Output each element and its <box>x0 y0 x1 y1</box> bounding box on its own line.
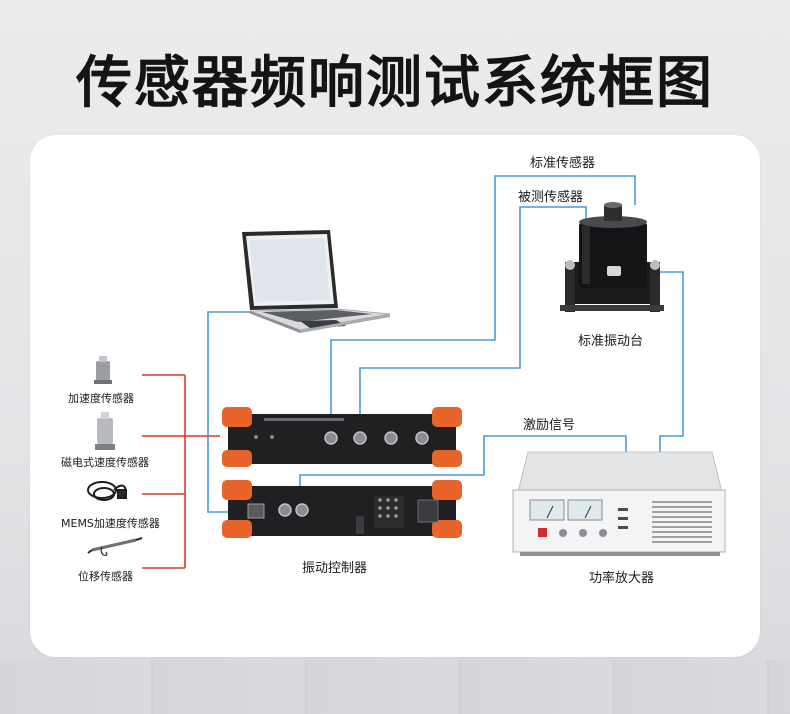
displacement-sensor-label: 位移传感器 <box>78 568 133 584</box>
standard-shaker-icon <box>560 202 664 312</box>
power-amplifier-label: 功率放大器 <box>589 567 654 586</box>
excitation-signal-label: 激励信号 <box>523 414 575 433</box>
accelerometer-icon <box>94 356 112 384</box>
vibration-controller-label: 振动控制器 <box>302 557 367 576</box>
mems-accelerometer-icon <box>88 482 126 500</box>
vibration-controller-front <box>222 407 462 467</box>
tested-sensor-cable <box>360 207 586 436</box>
tested-sensor-label: 被测传感器 <box>518 186 583 205</box>
velocity-sensor-label: 磁电式速度传感器 <box>61 454 149 470</box>
standard-sensor-label: 标准传感器 <box>530 152 595 171</box>
mems-accelerometer-label: MEMS加速度传感器 <box>61 515 160 531</box>
standard-shaker-label: 标准振动台 <box>578 330 643 349</box>
accelerometer-label: 加速度传感器 <box>68 390 134 406</box>
vibration-controller-rear <box>222 480 462 538</box>
velocity-sensor-icon <box>95 412 115 450</box>
power-amplifier-icon <box>513 452 725 556</box>
laptop-icon <box>242 230 390 333</box>
displacement-sensor-icon <box>88 538 142 555</box>
